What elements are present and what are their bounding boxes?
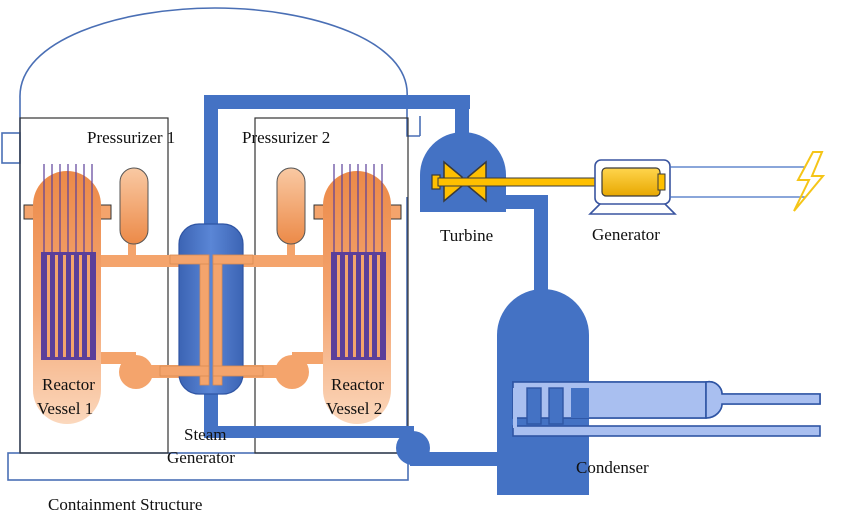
fuel-core-2	[331, 252, 386, 360]
label-reactor-vessel-2-line1: Reactor	[331, 375, 384, 394]
control-rods-2	[333, 164, 383, 252]
steam-generator-shell	[178, 223, 244, 395]
containment-structure	[1, 7, 421, 481]
condenser	[497, 289, 821, 495]
label-steam-generator-line2: Generator	[167, 448, 235, 467]
label-condenser: Condenser	[576, 458, 649, 477]
label-reactor-vessel-2-line2: Vessel 2	[326, 399, 382, 418]
reactor-vessel-2	[313, 164, 402, 424]
compartment-2	[254, 117, 409, 454]
label-turbine: Turbine	[440, 226, 493, 245]
label-pressurizer-1: Pressurizer 1	[87, 128, 175, 147]
condenser-cooling-coil	[512, 380, 821, 437]
label-reactor-vessel-1-line2: Vessel 1	[37, 399, 93, 418]
label-steam-generator-line1: Steam	[184, 425, 227, 444]
containment-dome	[19, 7, 408, 99]
pressurizer-2	[276, 167, 306, 245]
steam-generator	[159, 223, 264, 395]
lightning-bolt-icon	[793, 151, 826, 212]
label-containment-structure: Containment Structure	[48, 495, 202, 514]
compartment-1	[19, 117, 169, 454]
containment-side-port	[1, 132, 21, 164]
containment-base	[7, 452, 409, 481]
pressurizer-1	[119, 167, 149, 245]
reactor-vessel-1	[23, 164, 112, 424]
condensate-pump	[396, 431, 430, 465]
control-rods-1	[43, 164, 93, 252]
label-pressurizer-2: Pressurizer 2	[242, 128, 330, 147]
turbine-housing	[420, 132, 506, 212]
label-reactor-vessel-1-line1: Reactor	[42, 375, 95, 394]
generator-icon	[601, 167, 661, 197]
turbine	[420, 132, 506, 212]
generator	[588, 151, 826, 215]
label-generator: Generator	[592, 225, 660, 244]
fuel-core-1	[41, 252, 96, 360]
